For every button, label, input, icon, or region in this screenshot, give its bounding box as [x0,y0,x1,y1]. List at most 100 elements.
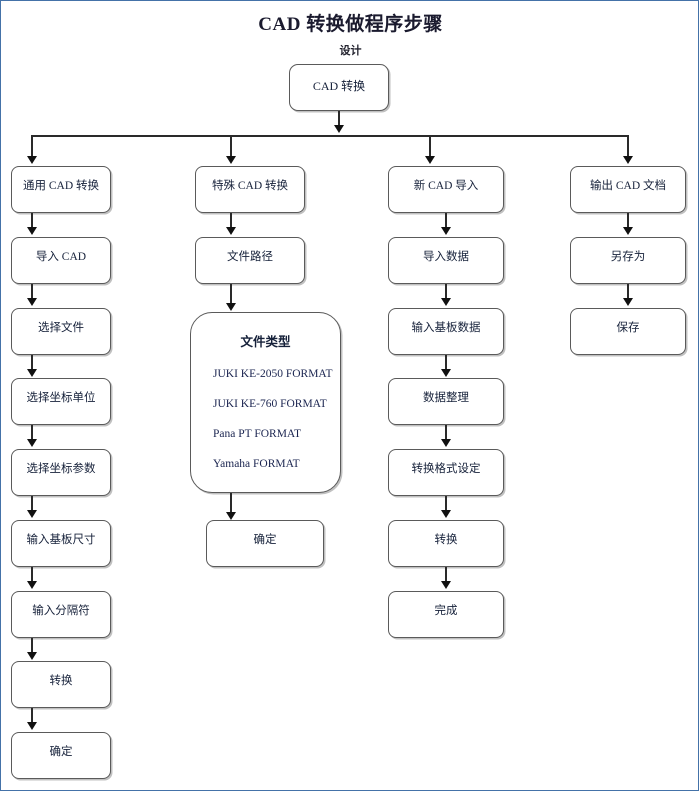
node-conversion-format-setting[interactable]: 转换格式设定 [388,449,504,496]
arrow-b1-2 [27,298,37,306]
node-select-file[interactable]: 选择文件 [11,308,111,355]
node-data-arrangement[interactable]: 数据整理 [388,378,504,425]
arrow-b1-5 [27,510,37,518]
node-input-board-data[interactable]: 输入基板数据 [388,308,504,355]
node-label: 选择文件 [38,322,84,334]
node-special-cad-conversion[interactable]: 特殊 CAD 转换 [195,166,305,213]
file-type-list: JUKI KE-2050 FORMAT JUKI KE-760 FORMAT P… [213,359,332,479]
node-complete[interactable]: 完成 [388,591,504,638]
node-label: 输入基板数据 [411,322,481,334]
node-label: 转换 [49,675,73,687]
connector-b1-1 [31,213,33,229]
connector-b1-5 [31,496,33,512]
arrow-root-stem [334,125,344,133]
connector-b1-6 [31,567,33,583]
connector-distribution-bar [31,135,629,137]
node-confirm-general[interactable]: 确定 [11,732,111,779]
connector-b3-5 [445,496,447,512]
node-label: 确定 [49,746,73,758]
arrow-b2-3 [226,512,236,520]
node-select-coordinate-unit[interactable]: 选择坐标单位 [11,378,111,425]
node-import-data[interactable]: 导入数据 [388,237,504,284]
node-label: 输入分隔符 [32,605,90,617]
file-type-title: 文件类型 [240,335,291,349]
connector-b2-2 [230,284,232,305]
arrow-b3-3 [441,369,451,377]
node-confirm-special[interactable]: 确定 [206,520,324,567]
page-title: CAD 转换做程序步骤 [258,14,443,35]
arrow-b4-2 [623,298,633,306]
node-general-cad-conversion[interactable]: 通用 CAD 转换 [11,166,111,213]
node-file-path[interactable]: 文件路径 [195,237,305,284]
node-label: 导入数据 [423,251,469,263]
node-label: 特殊 CAD 转换 [211,180,289,192]
connector-b1-3 [31,355,33,371]
node-label: 通用 CAD 转换 [22,180,100,192]
node-label: CAD 转换 [312,79,366,93]
connector-b3-2 [445,284,447,300]
panel-file-type[interactable]: 文件类型 JUKI KE-2050 FORMAT JUKI KE-760 FOR… [190,312,341,493]
node-new-cad-import[interactable]: 新 CAD 导入 [388,166,504,213]
connector-b2-1 [230,213,232,229]
arrow-b2-1 [226,227,236,235]
node-input-separator[interactable]: 输入分隔符 [11,591,111,638]
arrow-b4-1 [623,227,633,235]
arrow-b1-3 [27,369,37,377]
connector-b4-1 [627,213,629,229]
connector-b1-2 [31,284,33,300]
node-label: 完成 [434,605,458,617]
connector-b3-3 [445,355,447,371]
connector-b1-7 [31,638,33,654]
arrow-b1-7 [27,652,37,660]
file-type-item[interactable]: Yamaha FORMAT [213,458,300,470]
connector-drop-branch-2 [230,135,232,157]
arrow-branch-4 [623,156,633,164]
connector-drop-branch-4 [627,135,629,157]
node-label: 确定 [253,534,277,546]
arrow-b3-1 [441,227,451,235]
arrow-b3-4 [441,439,451,447]
arrow-b3-6 [441,581,451,589]
arrow-branch-1 [27,156,37,164]
arrow-b1-4 [27,439,37,447]
connector-b3-6 [445,567,447,583]
node-label: 转换 [434,534,458,546]
arrow-b1-1 [27,227,37,235]
connector-drop-branch-1 [31,135,33,157]
connector-b3-4 [445,425,447,441]
file-type-item[interactable]: Pana PT FORMAT [213,428,301,440]
node-convert-general[interactable]: 转换 [11,661,111,708]
node-label: 文件路径 [227,251,273,263]
connector-b1-4 [31,425,33,441]
node-label: 另存为 [610,251,646,263]
arrow-b3-2 [441,298,451,306]
arrow-branch-2 [226,156,236,164]
node-root-cad-conversion[interactable]: CAD 转换 [289,64,389,111]
page-subtitle: 设计 [339,45,362,57]
node-label: 转换格式设定 [411,463,481,475]
arrow-b1-6 [27,581,37,589]
node-input-board-size[interactable]: 输入基板尺寸 [11,520,111,567]
node-save-as[interactable]: 另存为 [570,237,686,284]
node-label: 新 CAD 导入 [413,180,479,192]
connector-b3-1 [445,213,447,229]
arrow-b2-2 [226,303,236,311]
node-save[interactable]: 保存 [570,308,686,355]
node-import-cad[interactable]: 导入 CAD [11,237,111,284]
arrow-b3-5 [441,510,451,518]
node-select-coordinate-parameter[interactable]: 选择坐标参数 [11,449,111,496]
connector-b2-3 [230,493,232,514]
node-label: 数据整理 [423,392,469,404]
file-type-item[interactable]: JUKI KE-760 FORMAT [213,398,327,410]
file-type-item[interactable]: JUKI KE-2050 FORMAT [213,368,333,380]
node-label: 选择坐标参数 [26,463,96,475]
node-label: 输入基板尺寸 [26,534,96,546]
node-convert-new[interactable]: 转换 [388,520,504,567]
node-label: 导入 CAD [35,251,87,263]
node-label: 选择坐标单位 [26,392,96,404]
connector-b1-8 [31,708,33,724]
node-label: 输出 CAD 文档 [589,180,667,192]
node-export-cad-document[interactable]: 输出 CAD 文档 [570,166,686,213]
arrow-b1-8 [27,722,37,730]
